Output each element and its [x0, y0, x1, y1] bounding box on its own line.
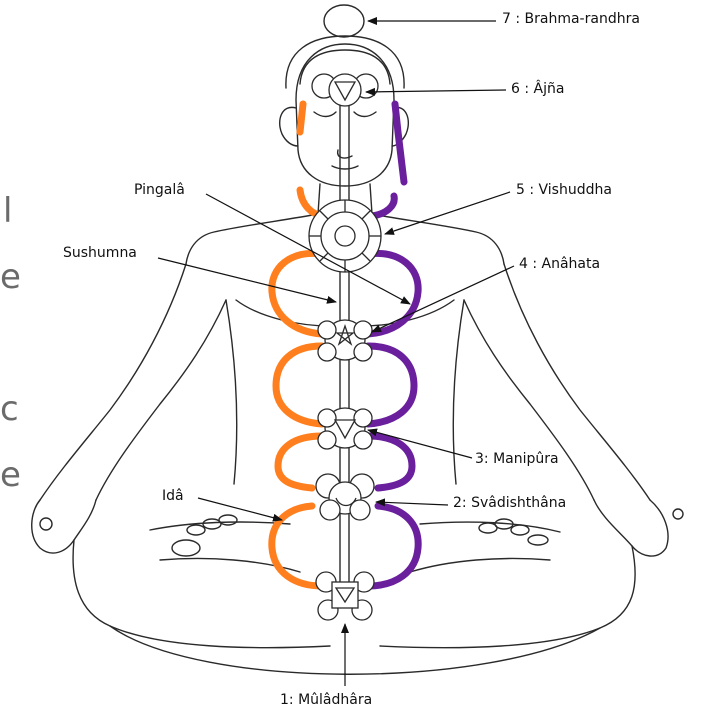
anahata-arrow	[372, 266, 514, 332]
closed-eye-right	[354, 112, 376, 117]
closed-eye-left	[314, 112, 336, 117]
head-outline	[296, 44, 394, 186]
sushumna-arrow	[158, 258, 336, 302]
vishuddha-arrow	[385, 192, 510, 234]
label-vishuddha: 5 : Vishuddha	[516, 182, 612, 198]
ajna-arrow	[366, 90, 506, 92]
edge-text-fragment: e	[0, 260, 21, 294]
muladhara-chakra	[316, 572, 374, 620]
svadhishthana-chakra	[316, 474, 374, 520]
label-muladhara: 1: Mûlâdhâra	[280, 692, 372, 708]
brahma-randhra-circle	[324, 5, 364, 37]
edge-text-fragment: c	[0, 392, 19, 426]
torso-right	[453, 300, 464, 484]
torso-left	[226, 300, 237, 484]
manipura-arrow	[368, 430, 472, 458]
label-pingala: Pingalâ	[134, 182, 185, 198]
vishuddha-chakra	[309, 200, 381, 272]
manipura-chakra	[318, 408, 372, 449]
left-hand	[32, 500, 96, 553]
pingala-channel	[368, 104, 418, 586]
ajna-chakra	[312, 74, 378, 106]
seat-base	[110, 626, 600, 674]
edge-text-fragment: l	[3, 194, 12, 228]
anahata-chakra	[318, 320, 372, 361]
label-brahma-randhra: 7 : Brahma-randhra	[502, 11, 640, 27]
ida-arrow	[198, 498, 282, 520]
edge-text-fragment: e	[0, 458, 21, 492]
right-foot	[479, 519, 548, 545]
label-ajna: 6 : Âjña	[511, 81, 564, 97]
label-svadhishthana: 2: Svâdishthâna	[453, 495, 566, 511]
label-anahata: 4 : Anâhata	[519, 256, 600, 272]
label-sushumna: Sushumna	[63, 245, 137, 261]
left-ear	[280, 107, 298, 146]
label-manipura: 3: Manipûra	[475, 451, 559, 467]
label-ida: Idâ	[162, 488, 184, 504]
ida-channel	[272, 104, 322, 586]
right-hand	[594, 500, 668, 556]
left-foot	[172, 515, 237, 556]
left-arm	[40, 264, 226, 500]
mouth	[332, 166, 358, 169]
